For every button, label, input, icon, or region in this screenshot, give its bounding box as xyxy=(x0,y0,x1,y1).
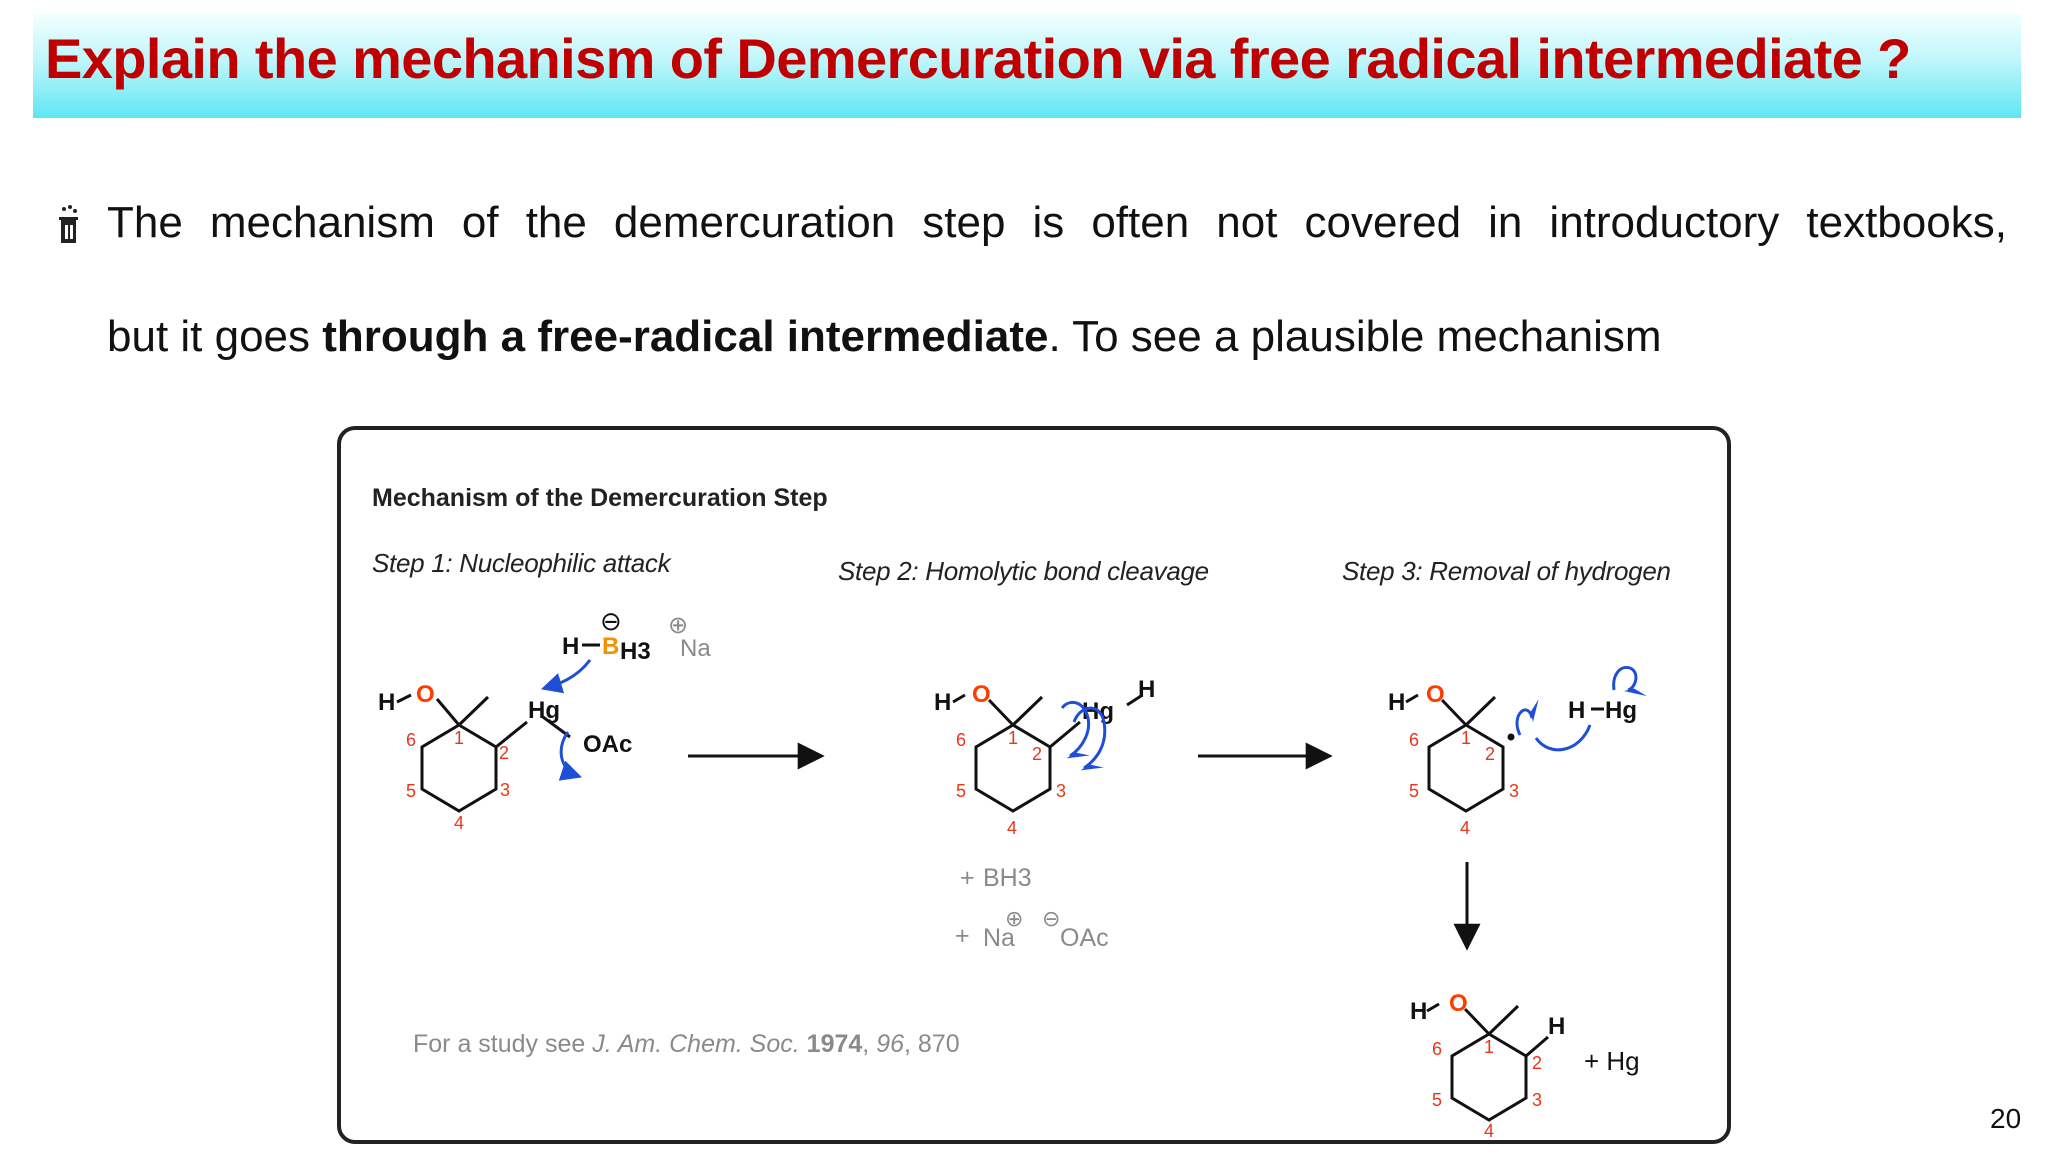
borohydride-charge: ⊖ xyxy=(600,607,622,637)
step2-label: Step 2: Homolytic bond cleavage xyxy=(838,556,1209,586)
ring1-number-5: 5 xyxy=(406,781,416,801)
ring2-number-1: 1 xyxy=(1008,728,1018,748)
hydroxyl-h-label-2: H xyxy=(934,689,951,716)
line2-suffix: . To see a plausible mechanism xyxy=(1048,312,1662,361)
slide-title: Explain the mechanism of Demercuration v… xyxy=(45,27,1911,90)
borohydride-h-label: H xyxy=(562,633,579,660)
ring2-number-5: 5 xyxy=(956,781,966,801)
mercury-label: Hg xyxy=(528,697,560,724)
ring3-number-6: 6 xyxy=(1409,730,1419,750)
mercury-h-label-2: H xyxy=(1138,676,1155,703)
hydroxyl-h-label-4: H xyxy=(1410,998,1427,1025)
ring2-number-4: 4 xyxy=(1007,818,1017,838)
word: is xyxy=(1032,198,1065,247)
title-banner xyxy=(33,14,2021,118)
ring3-number-5: 5 xyxy=(1409,781,1419,801)
step1-label: Step 1: Nucleophilic attack xyxy=(372,548,671,578)
fishhook-arrow-4 xyxy=(1612,665,1647,697)
word: textbooks, xyxy=(1806,198,2007,247)
word: mechanism xyxy=(209,198,435,247)
ring4-number-3: 3 xyxy=(1532,1090,1542,1110)
figure-heading: Mechanism of the Demercuration Step xyxy=(372,484,828,512)
ring4-number-5: 5 xyxy=(1432,1090,1442,1110)
curved-arrow-hydride xyxy=(540,659,592,694)
product-h-label: H xyxy=(1548,1013,1565,1040)
radical-dot xyxy=(1507,733,1515,741)
hydroxyl-h-label-3: H xyxy=(1388,689,1405,716)
byproduct-plus-1: + xyxy=(960,864,975,892)
word: demercuration xyxy=(613,198,896,247)
line2-prefix: but it goes xyxy=(107,312,323,361)
oxygen-label-2: O xyxy=(972,681,991,708)
ring4-number-4: 4 xyxy=(1484,1121,1494,1141)
word: often xyxy=(1091,198,1190,247)
borohydride-h3-label: H3 xyxy=(620,638,651,665)
ref-prefix: For a study see xyxy=(413,1030,593,1058)
ring4-number-1: 1 xyxy=(1484,1037,1494,1057)
hydroxyl-h-label: H xyxy=(378,689,395,716)
ring2-number-2: 2 xyxy=(1032,744,1042,764)
ring1-number-4: 4 xyxy=(454,813,464,833)
sodium-charge: ⊕ xyxy=(668,611,688,639)
intro-paragraph: The mechanism of the demercuration step … xyxy=(107,198,2007,362)
ring2-number-3: 3 xyxy=(1056,781,1066,801)
fishhook-arrow-1 xyxy=(1060,701,1091,759)
cyclohexane-ring-3 xyxy=(1427,723,1505,813)
ring1-number-1: 1 xyxy=(454,728,464,748)
ring4-number-2: 2 xyxy=(1532,1053,1542,1073)
byproduct-sodium: Na xyxy=(983,924,1015,952)
hydride-hg-label: Hg xyxy=(1605,697,1637,724)
fishhook-arrow-3-tip xyxy=(1515,699,1539,736)
byproduct-plus-2: + xyxy=(955,922,970,950)
ring1-number-3: 3 xyxy=(500,780,510,800)
byproduct-acetate: OAc xyxy=(1060,924,1109,952)
oxygen-label-4: O xyxy=(1449,990,1468,1017)
sodium-label: Na xyxy=(680,635,711,662)
ring3-number-1: 1 xyxy=(1461,728,1471,748)
oxygen-label-3: O xyxy=(1426,681,1445,708)
curved-arrow-acetate xyxy=(558,731,582,781)
word: in xyxy=(1488,198,1523,247)
word: introductory xyxy=(1549,198,1780,247)
ring4-number-6: 6 xyxy=(1432,1039,1442,1059)
reference-citation: For a study see J. Am. Chem. Soc. 1974, … xyxy=(413,1030,960,1058)
oxygen-label: O xyxy=(416,681,435,708)
byproduct-sodium-charge: ⊕ xyxy=(1005,907,1023,932)
ref-journal: J. Am. Chem. Soc. xyxy=(592,1030,800,1058)
ring1-number-6: 6 xyxy=(406,730,416,750)
byproduct-acetate-charge: ⊖ xyxy=(1042,907,1060,932)
line2-bold-phrase: through a free-radical intermediate xyxy=(322,312,1049,361)
paragraph-line-1: The mechanism of the demercuration step … xyxy=(107,198,2007,248)
byproduct-bh3: BH3 xyxy=(983,864,1032,892)
ring3-number-3: 3 xyxy=(1509,781,1519,801)
beaker-bullet-icon xyxy=(59,205,78,243)
word: The xyxy=(107,198,183,247)
fishhook-arrow-3 xyxy=(1534,724,1592,752)
page-number: 20 xyxy=(1990,1103,2022,1134)
word: the xyxy=(525,198,587,247)
hydride-h-label: H xyxy=(1568,697,1585,724)
ref-year: 1974 xyxy=(806,1030,863,1058)
ring3-number-2: 2 xyxy=(1485,744,1495,764)
step3-label: Step 3: Removal of hydrogen xyxy=(1342,556,1671,586)
ring1-number-2: 2 xyxy=(499,743,509,763)
fishhook-arrow-2 xyxy=(1072,706,1107,771)
word: not xyxy=(1216,198,1278,247)
ref-page: 870 xyxy=(917,1030,960,1058)
word: step xyxy=(922,198,1006,247)
paragraph-line-2: but it goes through a free-radical inter… xyxy=(107,312,2007,362)
acetate-label: OAc xyxy=(583,731,632,758)
ring3-number-4: 4 xyxy=(1460,818,1470,838)
word: covered xyxy=(1304,198,1462,247)
mercury-byproduct: + Hg xyxy=(1584,1046,1640,1076)
ref-volume: 96 xyxy=(876,1030,905,1058)
ring2-number-6: 6 xyxy=(956,730,966,750)
word: of xyxy=(461,198,499,247)
boron-label: B xyxy=(602,633,619,660)
